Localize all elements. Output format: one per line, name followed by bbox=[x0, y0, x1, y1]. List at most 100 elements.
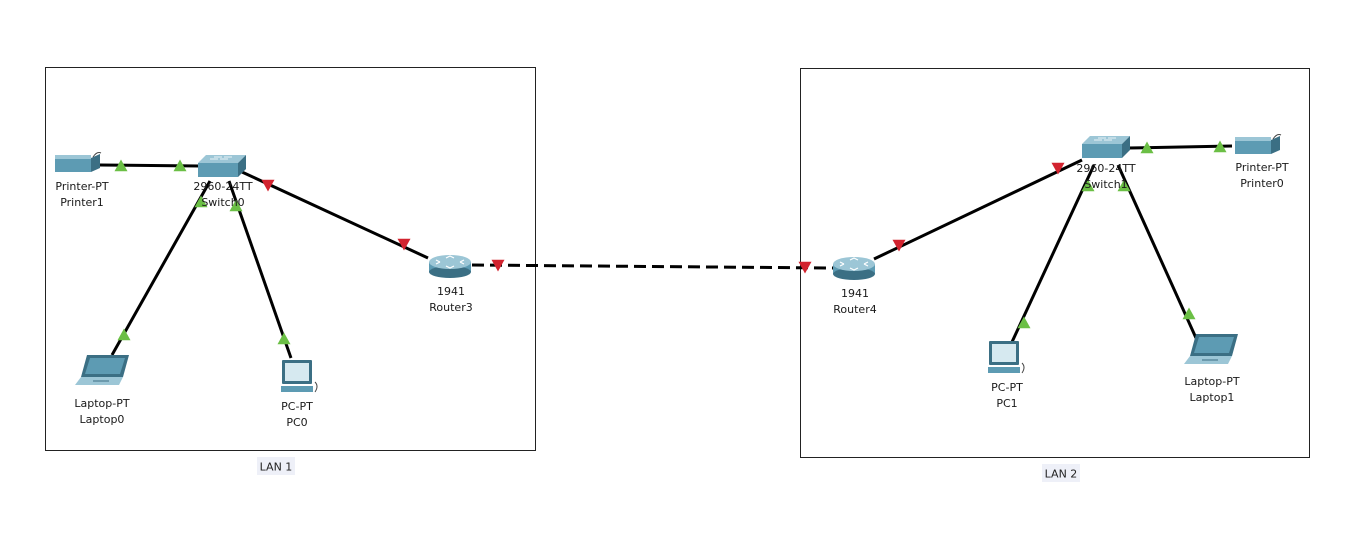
router-base bbox=[833, 268, 875, 280]
printer-body bbox=[1235, 140, 1271, 154]
port-up-icon bbox=[1017, 316, 1031, 329]
device-name-label: Laptop0 bbox=[80, 413, 125, 426]
port-down-icon bbox=[491, 259, 505, 272]
printer-paper bbox=[92, 152, 102, 158]
port-up-icon bbox=[229, 199, 243, 212]
laptop-screen bbox=[85, 358, 125, 374]
port-up-icon bbox=[117, 328, 131, 341]
area-label-bg bbox=[257, 457, 295, 475]
port-up-icon bbox=[1182, 307, 1196, 320]
router-base bbox=[429, 266, 471, 278]
printer-top bbox=[1235, 137, 1271, 141]
switch-front bbox=[1082, 144, 1122, 158]
device-name-label: Switch0 bbox=[201, 196, 244, 209]
device-name-label: Printer0 bbox=[1240, 177, 1284, 190]
printer-side bbox=[91, 154, 100, 172]
area-lan2[interactable]: LAN 2 bbox=[800, 68, 1310, 483]
device-model-label: Laptop-PT bbox=[1184, 375, 1239, 388]
device-printer1[interactable]: Printer-PT Printer1 bbox=[55, 152, 109, 210]
device-printer0[interactable]: Printer-PT Printer0 bbox=[1235, 134, 1289, 191]
device-model-label: PC-PT bbox=[991, 381, 1023, 394]
laptop-screen bbox=[1194, 337, 1234, 353]
link-printer1-switch0[interactable] bbox=[99, 163, 201, 168]
link-switch0-laptop0[interactable] bbox=[110, 180, 212, 356]
router-icon[interactable] bbox=[833, 257, 875, 280]
printer-body bbox=[55, 158, 91, 172]
device-model-label: Printer-PT bbox=[55, 180, 108, 193]
links-layer bbox=[99, 144, 1233, 359]
laptop-icon[interactable] bbox=[75, 355, 129, 385]
area-lan1[interactable]: LAN 1 bbox=[45, 67, 536, 476]
device-model-label: PC-PT bbox=[281, 400, 313, 413]
router-arrows bbox=[435, 255, 465, 269]
device-pc0[interactable]: PC-PT PC0 bbox=[281, 360, 318, 429]
router-top bbox=[833, 257, 875, 271]
port-up-icon bbox=[1140, 141, 1154, 154]
device-name-label: Laptop1 bbox=[1190, 391, 1235, 404]
device-name-label: Router4 bbox=[833, 303, 876, 316]
port-down-icon bbox=[892, 239, 906, 252]
areas-layer: LAN 1 LAN 2 bbox=[45, 67, 1310, 483]
pc-icon[interactable] bbox=[281, 360, 318, 393]
switch-arrows bbox=[210, 156, 232, 160]
area-label: LAN 2 bbox=[1045, 468, 1078, 481]
port-up-icon bbox=[1213, 140, 1227, 153]
port-up-icon bbox=[114, 159, 128, 172]
pc-mouse-cable bbox=[1021, 362, 1025, 374]
device-laptop1[interactable]: Laptop-PT Laptop1 bbox=[1184, 334, 1240, 404]
pc-screen bbox=[992, 344, 1016, 362]
printer-icon[interactable] bbox=[1235, 134, 1282, 155]
device-laptop0[interactable]: Laptop-PT Laptop0 bbox=[74, 355, 130, 426]
device-name-label: Router3 bbox=[429, 301, 472, 314]
port-up-icon bbox=[173, 159, 187, 172]
device-pc1[interactable]: PC-PT PC1 bbox=[988, 341, 1025, 410]
printer-top bbox=[55, 155, 91, 159]
link-switch0-router3[interactable] bbox=[241, 170, 429, 260]
device-name-label: Switch1 bbox=[1084, 178, 1127, 191]
switch-side bbox=[1122, 136, 1130, 158]
switch-front bbox=[198, 163, 238, 177]
device-model-label: 1941 bbox=[841, 287, 869, 300]
switch-icon[interactable] bbox=[1082, 136, 1130, 158]
device-model-label: 1941 bbox=[437, 285, 465, 298]
port-down-icon bbox=[261, 179, 275, 192]
pc-base bbox=[281, 386, 313, 392]
devices-layer: Printer-PT Printer1 2960-24TT Switch0Laptop… bbox=[55, 134, 1289, 429]
device-name-label: Printer1 bbox=[60, 196, 104, 209]
port-up-icon bbox=[277, 332, 291, 345]
port-up-icon bbox=[1081, 179, 1095, 192]
pc-mouse-cable bbox=[314, 381, 318, 393]
area-label-bg bbox=[1042, 464, 1080, 482]
router-top bbox=[429, 255, 471, 269]
device-model-label: 2960-24TT bbox=[1076, 162, 1135, 175]
router-icon[interactable] bbox=[429, 255, 471, 278]
ports-layer bbox=[114, 140, 1227, 345]
port-down-icon bbox=[397, 238, 411, 251]
port-up-icon bbox=[1117, 179, 1131, 192]
device-model-label: 2960-24TT bbox=[193, 180, 252, 193]
device-name-label: PC0 bbox=[286, 416, 307, 429]
switch-icon[interactable] bbox=[198, 155, 246, 177]
port-up-icon bbox=[194, 195, 208, 208]
laptop-icon[interactable] bbox=[1184, 334, 1238, 364]
device-name-label: PC1 bbox=[996, 397, 1017, 410]
device-model-label: Laptop-PT bbox=[74, 397, 129, 410]
switch-arrows bbox=[1094, 137, 1116, 141]
device-switch0[interactable]: 2960-24TT Switch0 bbox=[193, 155, 253, 209]
device-switch1[interactable]: 2960-24TT Switch1 bbox=[1076, 136, 1136, 191]
device-model-label: Printer-PT bbox=[1235, 161, 1288, 174]
link-switch1-pc1[interactable] bbox=[1010, 164, 1096, 343]
link-router4-switch1[interactable] bbox=[873, 158, 1083, 261]
switch-side bbox=[238, 155, 246, 177]
printer-side bbox=[1271, 136, 1280, 154]
router-arrows bbox=[839, 257, 869, 271]
link-switch1-laptop1[interactable] bbox=[1116, 164, 1198, 339]
link-router3-router4[interactable] bbox=[471, 263, 834, 270]
pc-icon[interactable] bbox=[988, 341, 1025, 374]
printer-icon[interactable] bbox=[55, 152, 102, 173]
area-label: LAN 1 bbox=[260, 461, 293, 474]
port-down-icon bbox=[798, 261, 812, 274]
